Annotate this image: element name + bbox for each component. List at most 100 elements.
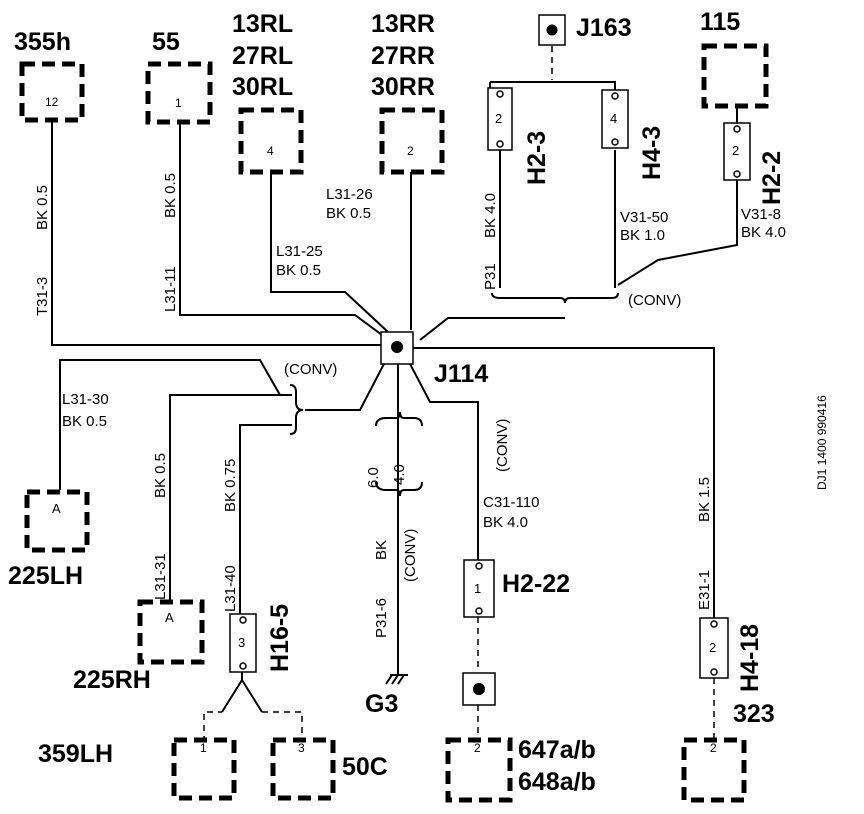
wire-h16-5-fork xyxy=(221,672,263,713)
pin-h2-2: 2 xyxy=(732,143,739,158)
connector-rr[interactable] xyxy=(379,107,445,175)
connector-55[interactable] xyxy=(145,61,213,125)
pin-225lh: A xyxy=(52,501,61,516)
j163-dot xyxy=(546,24,558,36)
label-30rr: 30RR xyxy=(371,73,435,101)
doc-id: DJ1 1400 990416 xyxy=(815,395,829,490)
inline-h2-22[interactable] xyxy=(463,559,495,618)
inline-connectors xyxy=(229,87,751,679)
label-355h: 355h xyxy=(14,28,71,56)
label-p31-6-size-b: 4.0 xyxy=(391,464,408,485)
label-c31-110-spec: BK 4.0 xyxy=(483,514,528,531)
pin-359lh: 1 xyxy=(200,741,207,755)
pin-rl: 4 xyxy=(267,144,274,158)
pin-h2-3: 2 xyxy=(495,111,502,126)
label-27rl: 27RL xyxy=(232,42,293,70)
label-h2-2: H2-2 xyxy=(758,151,786,205)
label-g3: G3 xyxy=(365,690,398,718)
label-e31-1: E31-1 xyxy=(696,570,713,610)
label-p31-spec: BK 4.0 xyxy=(482,193,499,238)
wire-v31-8 xyxy=(617,180,738,286)
wire-j163-bus xyxy=(489,81,616,90)
label-l31-26: L31-26 xyxy=(326,186,373,203)
inline-h16-5[interactable] xyxy=(229,613,257,673)
label-v31-50-spec: BK 1.0 xyxy=(620,227,665,244)
label-l31-40-spec: BK 0.75 xyxy=(222,459,239,512)
label-conv-mid: (CONV) xyxy=(402,529,419,582)
h2-22-splice[interactable] xyxy=(462,672,496,706)
label-l31-30: L31-30 xyxy=(62,391,109,408)
inline-h2-3[interactable] xyxy=(487,87,513,151)
pin-355h: 12 xyxy=(45,95,59,109)
label-c31-110: C31-110 xyxy=(483,494,539,511)
label-359lh: 359LH xyxy=(38,740,113,768)
j114-splice[interactable] xyxy=(380,331,414,365)
label-323: 323 xyxy=(733,700,775,728)
label-225rh: 225RH xyxy=(73,666,151,694)
pin-h4-18: 2 xyxy=(709,640,716,655)
label-13rl: 13RL xyxy=(232,10,293,38)
wire-conv-left xyxy=(305,359,387,411)
connector-225lh[interactable] xyxy=(24,489,90,553)
label-e31-1-spec: BK 1.5 xyxy=(696,477,713,522)
wire-l31-25 xyxy=(270,172,389,333)
connector-115[interactable] xyxy=(701,43,769,109)
connector-50c[interactable] xyxy=(270,737,336,801)
label-l31-11: L31-11 xyxy=(162,266,179,312)
wire-l31-31 xyxy=(169,394,292,600)
label-30rl: 30RL xyxy=(232,73,293,101)
pin-h4-3: 4 xyxy=(610,111,617,126)
wire-h16-5-dash xyxy=(203,711,303,742)
connector-225rh[interactable] xyxy=(137,599,205,665)
label-55: 55 xyxy=(152,28,180,56)
connector-355h[interactable] xyxy=(19,61,85,123)
conv-brackets xyxy=(289,292,619,497)
label-225lh: 225LH xyxy=(8,562,83,590)
conv-bracket-left xyxy=(289,384,304,435)
label-27rr: 27RR xyxy=(371,42,435,70)
label-v31-8: V31-8 xyxy=(741,206,781,223)
label-t31-3: T31-3 xyxy=(34,277,51,316)
wire-c31-110 xyxy=(407,359,479,560)
wire-conv-top xyxy=(419,317,565,341)
label-647: 647a/b xyxy=(518,736,596,764)
connector-359lh[interactable] xyxy=(171,737,237,801)
j163-splice[interactable] xyxy=(538,14,566,46)
label-l31-31: L31-31 xyxy=(152,553,169,600)
inline-h2-2[interactable] xyxy=(723,122,751,181)
inline-h4-3[interactable] xyxy=(601,89,629,149)
label-h16-5: H16-5 xyxy=(266,604,294,672)
label-conv-left: (CONV) xyxy=(284,361,337,378)
label-l31-25: L31-25 xyxy=(276,243,323,260)
inline-h4-18[interactable] xyxy=(699,617,729,679)
conv-bracket-top xyxy=(491,292,619,304)
label-l31-30-spec: BK 0.5 xyxy=(62,413,107,430)
pin-h16-5: 3 xyxy=(238,635,245,650)
wire-t31-3 xyxy=(51,120,386,346)
j114-dot xyxy=(391,341,403,353)
wire-l31-40 xyxy=(239,424,292,615)
connector-rl[interactable] xyxy=(238,107,304,175)
label-13rr: 13RR xyxy=(371,10,435,38)
conv-bracket-mid-top xyxy=(375,411,423,427)
pin-225rh: A xyxy=(165,610,174,625)
label-p31-6: P31-6 xyxy=(373,598,390,638)
label-h4-3: H4-3 xyxy=(638,126,666,180)
label-conv-right: (CONV) xyxy=(494,419,511,472)
label-v31-8-spec: BK 4.0 xyxy=(741,224,786,241)
conv-bracket-mid-bot xyxy=(375,481,423,497)
pin-50c: 3 xyxy=(298,741,305,755)
wire-l31-11 xyxy=(179,122,387,339)
label-l31-11-spec: BK 0.5 xyxy=(162,173,179,218)
wires xyxy=(51,46,738,742)
connectors xyxy=(19,43,769,803)
connector-647[interactable] xyxy=(445,737,513,803)
connector-323[interactable] xyxy=(681,737,747,803)
label-115: 115 xyxy=(700,8,740,36)
label-l31-26-spec: BK 0.5 xyxy=(326,205,371,222)
ground-g3-icon xyxy=(385,674,408,685)
label-conv-top: (CONV) xyxy=(628,292,681,309)
label-p31-6-color: BK xyxy=(373,540,390,560)
label-h2-22: H2-22 xyxy=(502,570,570,598)
